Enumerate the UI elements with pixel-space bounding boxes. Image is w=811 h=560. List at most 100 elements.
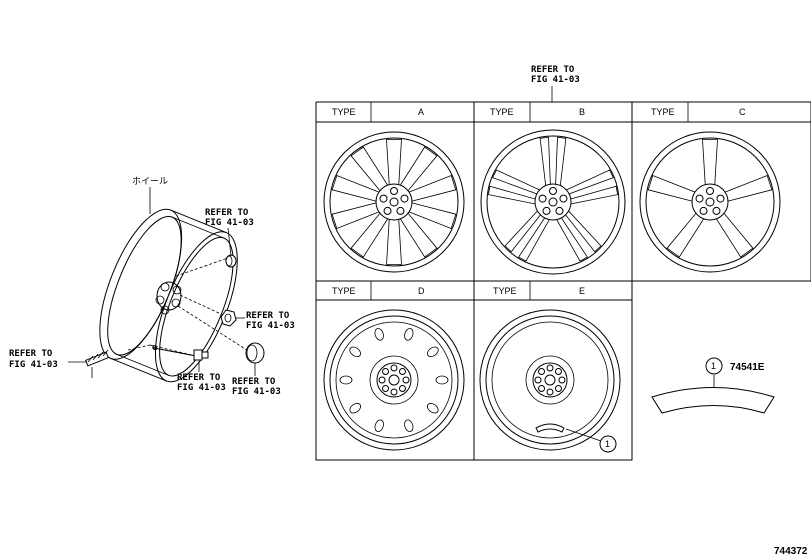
lug-hole [706, 187, 714, 195]
tire-outer [323, 309, 465, 451]
spoke [723, 174, 773, 202]
lug-hole [558, 376, 566, 384]
type-value-e: E [579, 286, 585, 296]
svg-text:REFER TO: REFER TO [246, 311, 290, 321]
svg-text:FIG 41-03: FIG 41-03 [9, 360, 58, 370]
rim-edge [485, 315, 615, 445]
vent-hole [404, 328, 414, 341]
svg-text:REFER TO: REFER TO [232, 377, 276, 387]
spoke [702, 139, 718, 187]
center-bore [388, 374, 400, 386]
table-refer-line1: REFER TO [531, 65, 575, 75]
hub [376, 362, 412, 398]
spoke [555, 216, 588, 262]
center-bore [705, 197, 715, 207]
vent-hole [426, 403, 439, 414]
svg-text:REFER TO: REFER TO [9, 349, 53, 359]
type-value-c: C [739, 107, 746, 117]
wheel-label: ホイール [132, 176, 168, 187]
lug-hole [396, 206, 405, 215]
wheel-type-c [639, 131, 781, 273]
lug-hole [559, 194, 568, 203]
hub [375, 183, 413, 221]
lug-hole [695, 194, 704, 203]
balance-weight-part [85, 349, 109, 378]
hub [691, 183, 729, 221]
lug-hole [378, 376, 386, 384]
label-sticker [535, 423, 565, 433]
spoke [399, 146, 438, 193]
tire-outer [479, 309, 621, 451]
wheel-type-a [323, 131, 465, 273]
rim-inner [335, 321, 453, 439]
spoke [331, 202, 381, 230]
hub-ring [369, 355, 419, 405]
spoke [386, 139, 402, 187]
tire-outer [639, 131, 781, 273]
center-bore [544, 374, 556, 386]
refer-label-weight: REFER TO FIG 41-03 [9, 349, 86, 370]
spoke [555, 136, 567, 188]
spoke [539, 136, 551, 188]
lug-hole [546, 364, 554, 372]
spoke [487, 185, 537, 205]
vent-hole [349, 403, 362, 414]
spoke [350, 146, 389, 193]
center-bore [389, 197, 399, 207]
spoke [331, 174, 381, 202]
lug-hole [538, 384, 546, 392]
rim-edge [486, 135, 620, 269]
lug-hole [546, 388, 554, 396]
rim-edge [329, 137, 459, 267]
rim-edge [645, 137, 775, 267]
lug-hole [382, 384, 390, 392]
figure-id: 744372 [774, 546, 808, 557]
assembly-leaders [127, 257, 251, 357]
svg-text:REFER TO: REFER TO [205, 208, 249, 218]
lug-hole [538, 368, 546, 376]
hub-ring [525, 355, 575, 405]
lug-hole [400, 194, 409, 203]
spoke [350, 211, 389, 258]
spoke [666, 211, 705, 258]
lug-hole [382, 368, 390, 376]
lug-hole [699, 206, 708, 215]
hub [534, 183, 572, 221]
rim-inner [491, 321, 609, 439]
lug-hole [542, 206, 551, 215]
svg-text:REFER TO: REFER TO [177, 373, 221, 383]
spoke [399, 211, 438, 258]
lug-hole [379, 194, 388, 203]
type-header-a: TYPE [332, 107, 356, 117]
type-header-b: TYPE [490, 107, 514, 117]
type-value-a: A [418, 107, 424, 117]
rim-edge [329, 315, 459, 445]
wheel-type-d [323, 309, 465, 451]
type-header-e: TYPE [493, 286, 517, 296]
center-bore [548, 197, 558, 207]
legend-part: 1 74541E [651, 357, 775, 414]
svg-text:FIG 41-03: FIG 41-03 [246, 321, 295, 331]
lug-hole [390, 388, 398, 396]
type-value-b: B [579, 107, 585, 117]
svg-text:FIG 41-03: FIG 41-03 [232, 387, 281, 397]
spoke [407, 202, 457, 230]
spoke [518, 216, 551, 262]
callout-e: 1 [565, 428, 617, 453]
lug-hole [554, 368, 562, 376]
lug-hole [534, 376, 542, 384]
spoke [564, 169, 614, 195]
lug-hole [555, 206, 564, 215]
svg-text:FIG 41-03: FIG 41-03 [205, 218, 254, 228]
svg-text:FIG 41-03: FIG 41-03 [177, 383, 226, 393]
lug-hole [554, 384, 562, 392]
legend-number: 1 [711, 361, 716, 371]
lug-hole [538, 194, 547, 203]
spoke [715, 211, 754, 258]
lug-hole [398, 384, 406, 392]
vent-hole [404, 419, 414, 432]
lug-hole [549, 187, 557, 195]
wheel-assembly: ホイール [9, 176, 295, 397]
lug-hole [390, 364, 398, 372]
wheel-cap-part [245, 342, 265, 364]
